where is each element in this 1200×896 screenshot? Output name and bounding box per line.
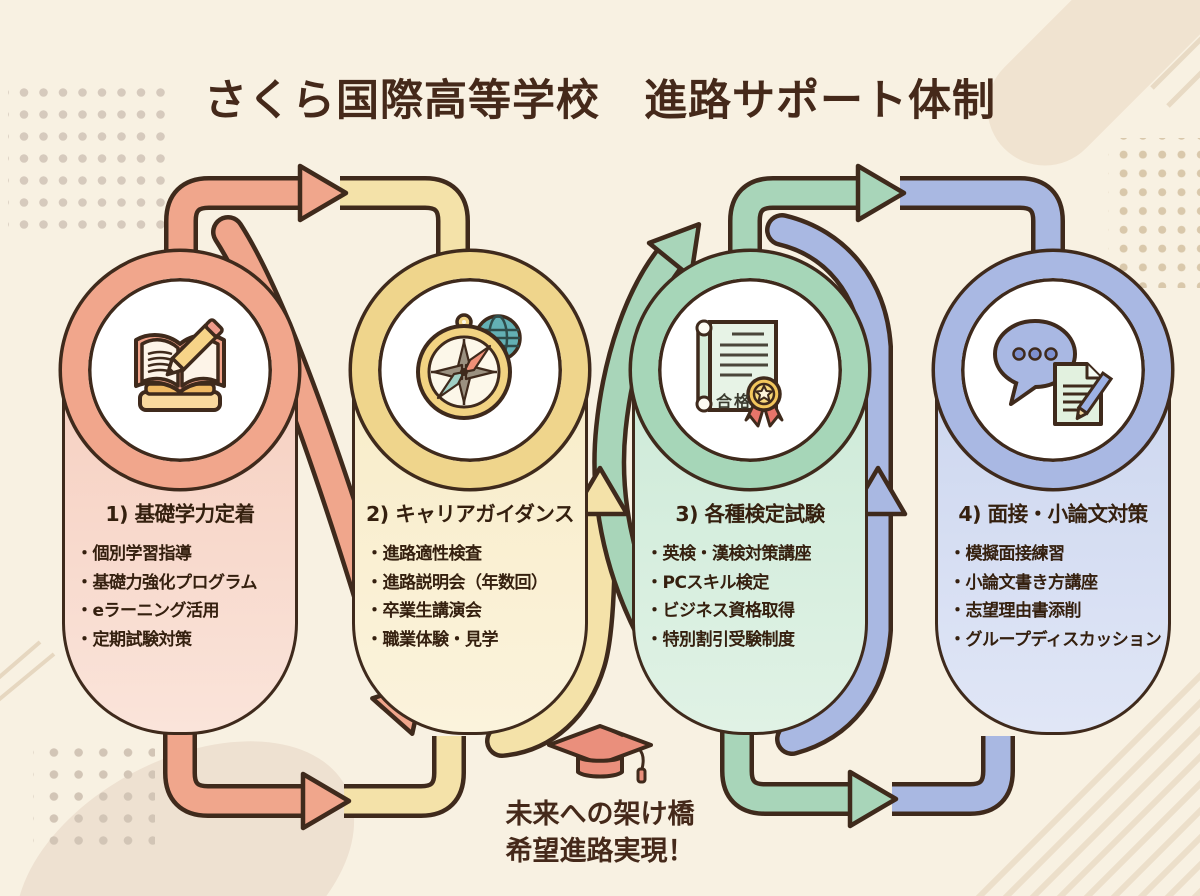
step-item: ・小論文書き方講座 bbox=[949, 572, 1098, 593]
graduation-cap-icon bbox=[545, 723, 655, 805]
step-item-list: ・英検・漢検対策講座 ・PCスキル検定 ・ビジネス資格取得 ・特別割引受験制度 bbox=[632, 540, 868, 654]
decor-dots-top-right bbox=[1108, 138, 1200, 288]
pipe-swoosh-3-4 bbox=[765, 213, 893, 756]
step-item-list: ・進路適性検査 ・進路説明会（年数回） ・卒業生講演会 ・職業体験・見学 bbox=[352, 540, 588, 654]
step-item: ・進路説明会（年数回） bbox=[366, 572, 548, 593]
footer-line-1: 未来への架け橋 bbox=[505, 799, 695, 830]
step-item: ・英検・漢検対策講座 bbox=[646, 544, 812, 564]
decor-dots-top-left bbox=[8, 78, 166, 230]
pipe-swoosh-2-3-yellow bbox=[485, 501, 617, 758]
pipe-bottom-3-4 bbox=[720, 732, 1015, 816]
footer-slogan: 未来への架け橋 希望進路実現！ bbox=[0, 796, 1200, 870]
decor-dots-bottom-left bbox=[33, 747, 155, 855]
compass-globe-icon bbox=[385, 285, 555, 455]
pass-label: 合格 bbox=[715, 392, 752, 411]
footer-line-2: 希望進路実現！ bbox=[505, 836, 695, 867]
step-item: ・PCスキル検定 bbox=[646, 572, 769, 593]
step-item: ・ビジネス資格取得 bbox=[646, 601, 795, 621]
decor-stripes-bottom-right bbox=[975, 671, 1200, 896]
pipe-top-3-4 bbox=[728, 176, 1065, 258]
step-item: ・eラーニング活用 bbox=[76, 601, 220, 621]
step-heading: 4) 面接・小論文対策 bbox=[958, 502, 1148, 526]
decor-band-top-right bbox=[987, 0, 1200, 166]
book-pencil-icon bbox=[95, 285, 265, 455]
decor-lines-left bbox=[0, 640, 56, 702]
step-heading: 3) 各種検定試験 bbox=[675, 502, 825, 526]
step-item-list: ・個別学習指導 ・基礎力強化プログラム ・eラーニング活用 ・定期試験対策 bbox=[62, 540, 298, 654]
step-heading: 2) キャリアガイダンス bbox=[365, 502, 575, 526]
step-item: ・進路適性検査 bbox=[366, 544, 482, 564]
step-item: ・個別学習指導 bbox=[76, 544, 192, 564]
step-item: ・職業体験・見学 bbox=[366, 629, 499, 650]
page-title: さくら国際高等学校 進路サポート体制 bbox=[204, 76, 996, 126]
pipe-bottom-1-2 bbox=[163, 732, 466, 818]
step-item: ・志望理由書添削 bbox=[949, 601, 1082, 621]
step-item: ・基礎力強化プログラム bbox=[76, 572, 258, 593]
step-item: ・定期試験対策 bbox=[76, 629, 192, 650]
pipe-top-1-2 bbox=[164, 176, 470, 258]
step-item-list: ・模擬面接練習 ・小論文書き方講座 ・志望理由書添削 ・グループディスカッション bbox=[935, 540, 1171, 654]
certificate-icon bbox=[665, 285, 835, 455]
step-item: ・グループディスカッション bbox=[949, 629, 1162, 650]
pipe-swoosh-2-3-green bbox=[592, 236, 691, 645]
step-item: ・卒業生講演会 bbox=[366, 601, 482, 621]
step-item: ・特別割引受験制度 bbox=[646, 629, 795, 650]
step-heading: 1) 基礎学力定着 bbox=[105, 502, 255, 526]
step-item: ・模擬面接練習 bbox=[949, 544, 1065, 564]
interview-writing-icon bbox=[968, 285, 1138, 455]
